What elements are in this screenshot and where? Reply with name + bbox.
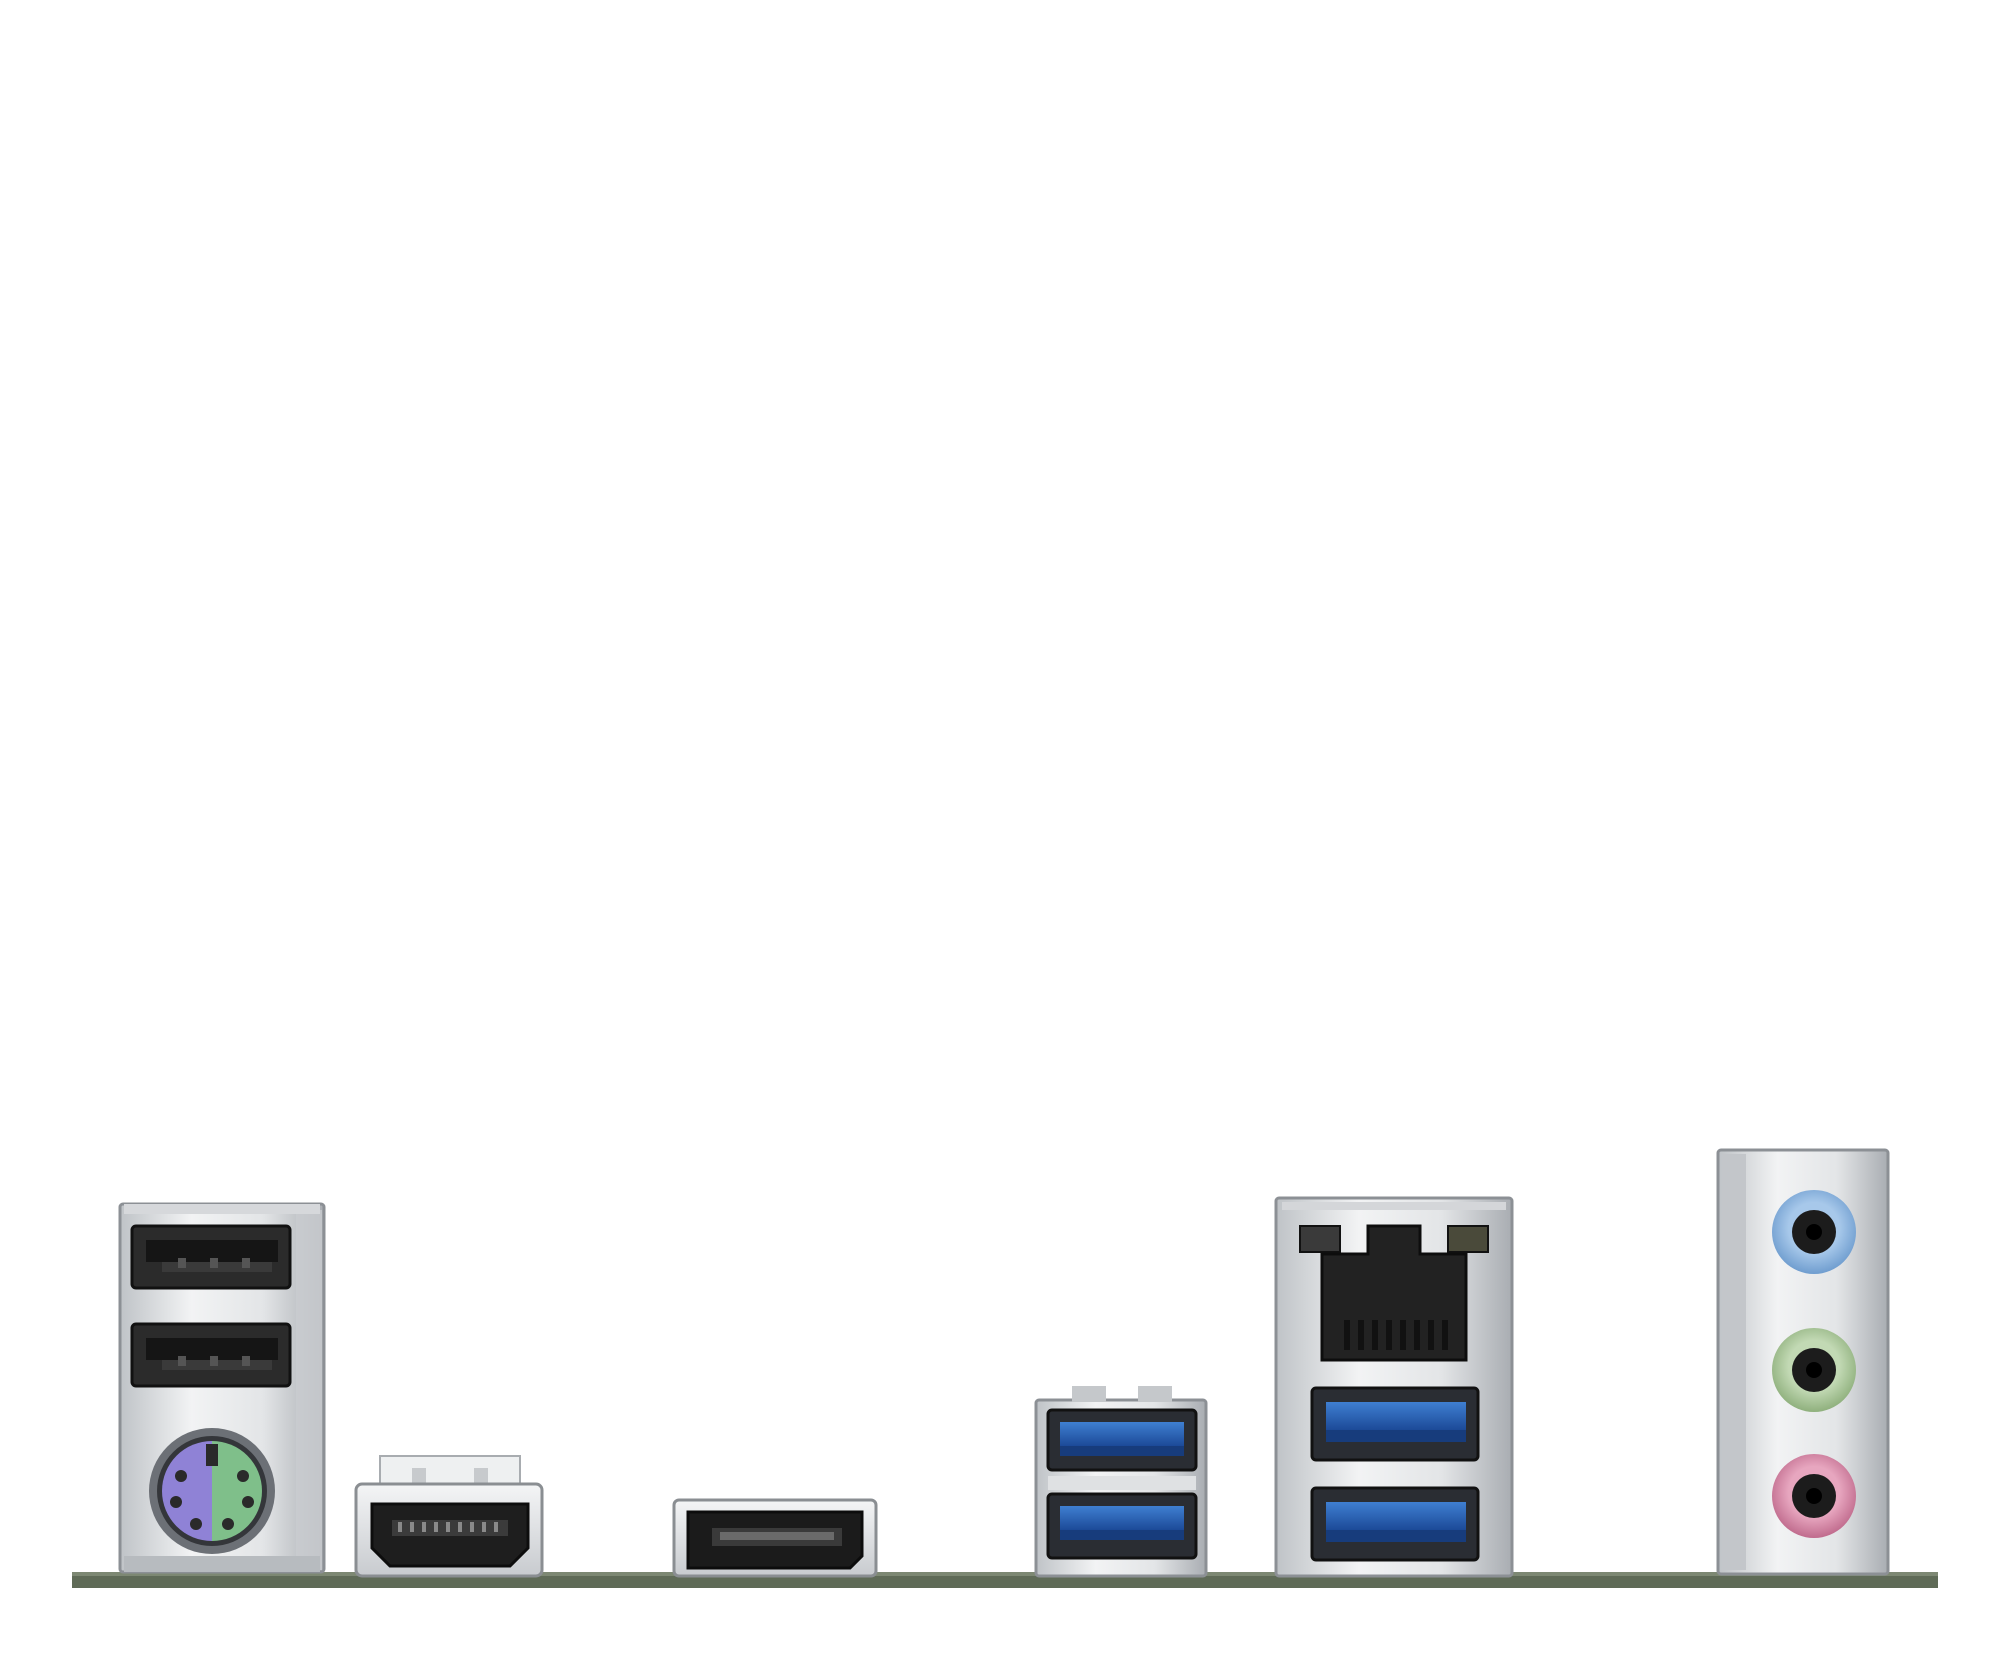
- link-led: [1299, 1225, 1341, 1253]
- ps2-combo-port[interactable]: [149, 1428, 275, 1554]
- hdmi-port[interactable]: [354, 1455, 544, 1578]
- pcb-edge-highlight: [72, 1572, 1938, 1576]
- activity-led: [1447, 1225, 1489, 1253]
- usb-a-port[interactable]: [1310, 1486, 1480, 1562]
- rj45-port[interactable]: [1299, 1224, 1489, 1362]
- rj45-usb3-stack: [1274, 1196, 1514, 1578]
- usb-a-port[interactable]: [1046, 1492, 1198, 1560]
- usb3-stack: [1034, 1386, 1208, 1578]
- usb-a-port[interactable]: [130, 1322, 292, 1388]
- line-out-jack[interactable]: [1772, 1328, 1856, 1412]
- displayport-port[interactable]: [672, 1498, 878, 1578]
- audio-jack-stack: [1716, 1148, 1890, 1576]
- usb2-ps2-shield-bottom: [124, 1556, 320, 1572]
- mic-jack[interactable]: [1772, 1454, 1856, 1538]
- hdmi-retention-clip: [379, 1455, 521, 1487]
- usb-a-port[interactable]: [1310, 1386, 1480, 1462]
- usb2-ps2-shield-top: [124, 1204, 320, 1214]
- line-in-jack[interactable]: [1772, 1190, 1856, 1274]
- usb2-ps2-shield-side: [296, 1210, 322, 1570]
- usb-a-port[interactable]: [130, 1224, 292, 1290]
- usb-a-port[interactable]: [1046, 1408, 1198, 1472]
- usb2-ps2-stack: [118, 1202, 326, 1574]
